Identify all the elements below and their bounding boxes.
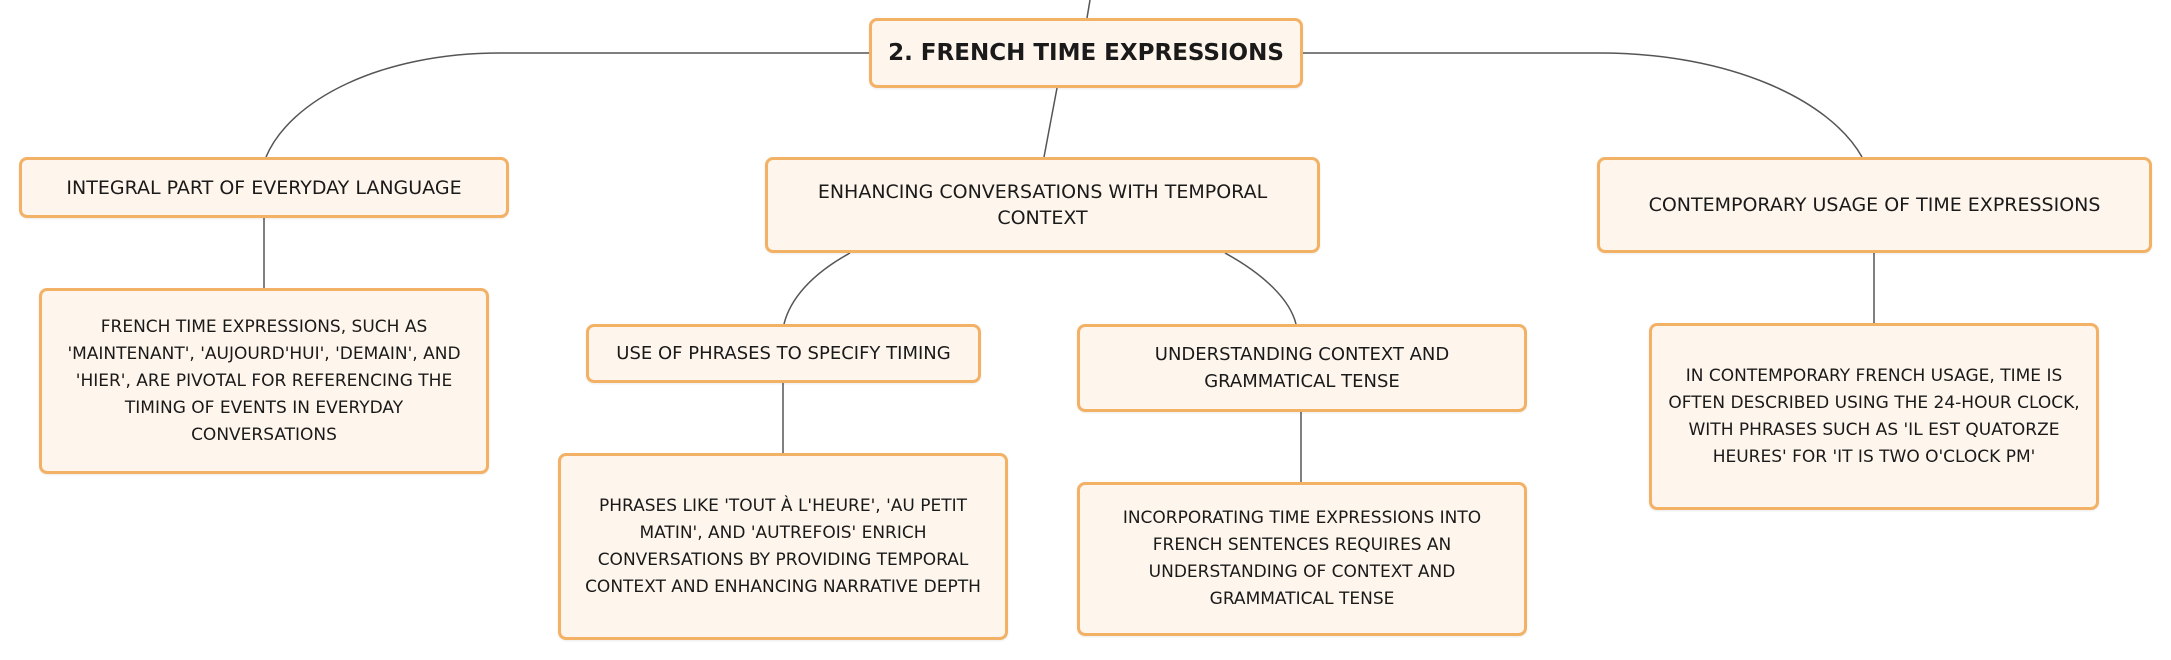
topic-label: Contemporary usage of time expressions xyxy=(1648,194,2101,216)
connector-topic-2-sub-1 xyxy=(783,252,851,325)
connector-root-topic-2 xyxy=(1043,87,1058,158)
detail-node-everyday-language[interactable]: French time expressions, such as 'mainte… xyxy=(39,288,489,474)
detail-node-phrases-timing[interactable]: Phrases like 'tout à l'heure', 'au petit… xyxy=(558,453,1008,640)
topic-node-everyday-language[interactable]: Integral part of everyday language xyxy=(19,157,509,218)
subtopic-label: Understanding context and grammatical te… xyxy=(1154,344,1450,392)
subtopic-node-context-tense[interactable]: Understanding context and grammatical te… xyxy=(1077,324,1527,412)
connector-root-topic-3 xyxy=(1303,52,1863,158)
detail-text: French time expressions, such as 'mainte… xyxy=(67,316,461,445)
connector-topic-2-sub-2 xyxy=(1224,252,1297,325)
topic-label: Integral part of everyday language xyxy=(66,176,462,199)
detail-text: Incorporating time expressions into Fren… xyxy=(1122,508,1482,609)
connector-parent-root xyxy=(1086,0,1091,19)
topic-node-contemporary-usage[interactable]: Contemporary usage of time expressions xyxy=(1597,157,2152,253)
root-label: 2. French Time Expressions xyxy=(888,40,1284,66)
detail-text: In contemporary French usage, time is of… xyxy=(1668,365,2080,467)
detail-text: Phrases like 'tout à l'heure', 'au petit… xyxy=(585,495,981,597)
topic-label: Enhancing conversations with temporal co… xyxy=(817,181,1268,229)
detail-node-contemporary-usage[interactable]: In contemporary French usage, time is of… xyxy=(1649,323,2099,510)
subtopic-label: Use of phrases to specify timing xyxy=(616,343,951,364)
subtopic-node-phrases-timing[interactable]: Use of phrases to specify timing xyxy=(586,324,981,383)
topic-node-temporal-context[interactable]: Enhancing conversations with temporal co… xyxy=(765,157,1320,253)
connector-root-topic-1 xyxy=(265,52,870,158)
detail-node-context-tense[interactable]: Incorporating time expressions into Fren… xyxy=(1077,482,1527,636)
root-node[interactable]: 2. French Time Expressions xyxy=(869,18,1303,88)
